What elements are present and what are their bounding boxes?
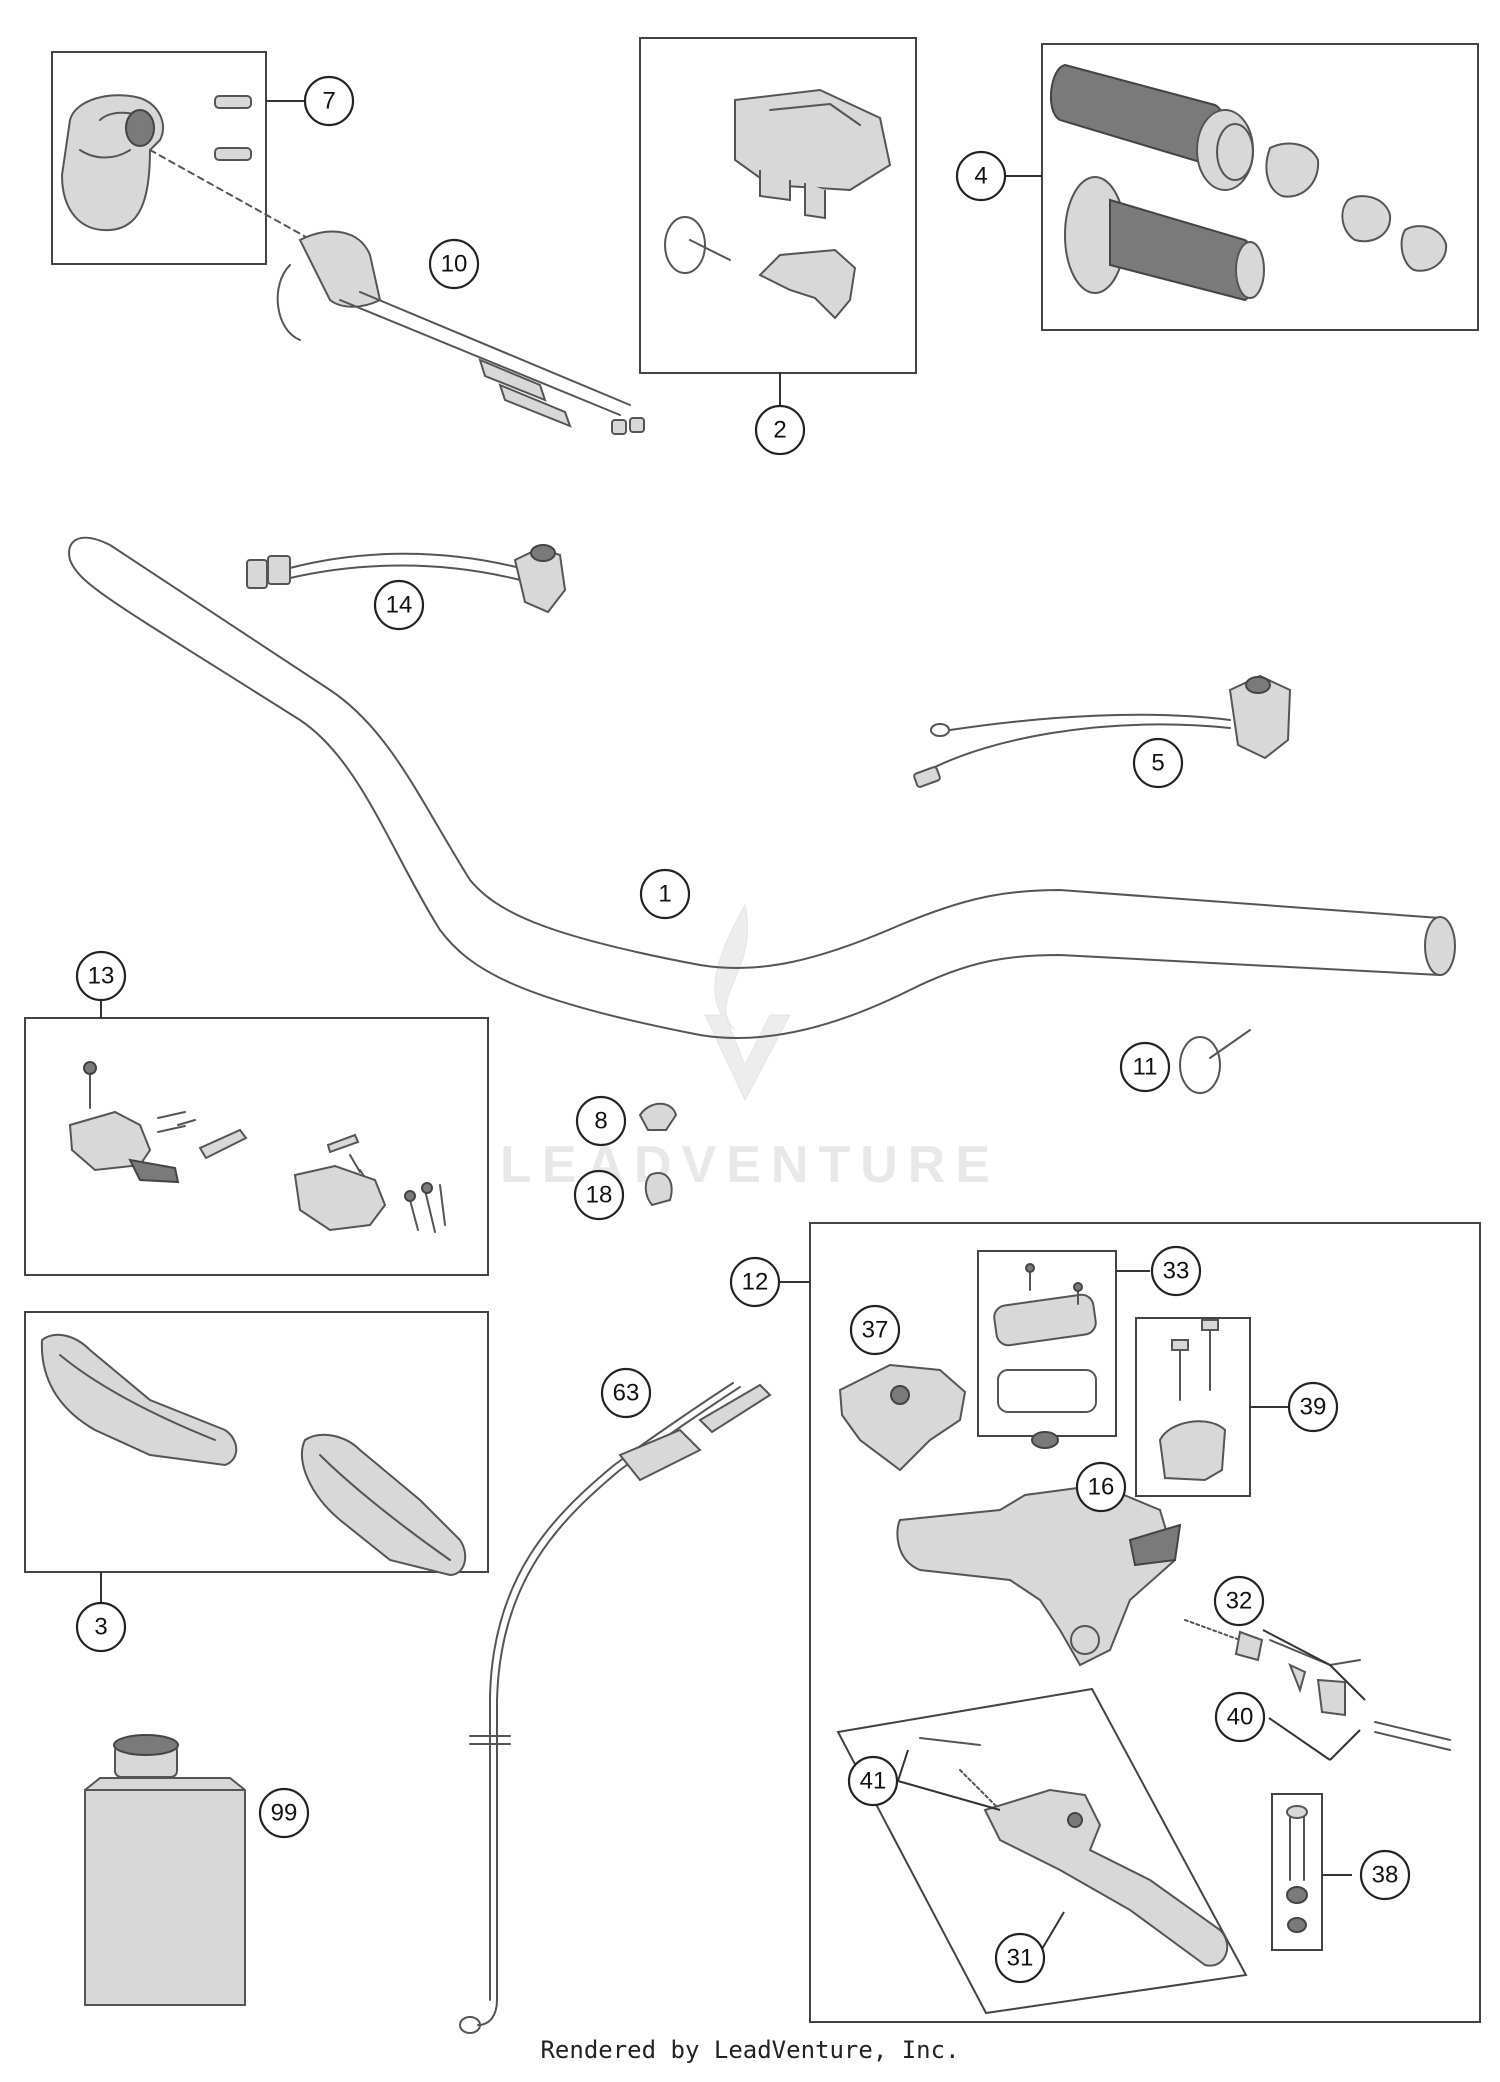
callout-18: 18: [573, 1169, 625, 1221]
svg-text:31: 31: [1007, 1945, 1034, 1972]
box-part-38: [1271, 1793, 1323, 1951]
watermark-logo: LEADVENTURE: [500, 903, 1000, 1194]
hand-guard-part-3: [40, 1333, 467, 1577]
handlebar-clamp-part-13: [68, 1061, 446, 1233]
throttle-housing-part: [60, 94, 316, 243]
callout-12: 12: [729, 1256, 781, 1308]
svg-text:63: 63: [613, 1380, 640, 1407]
handlebar-part: [68, 536, 1441, 970]
svg-text:38: 38: [1372, 1862, 1399, 1889]
svg-text:33: 33: [1163, 1258, 1190, 1285]
callout-10: 10: [428, 238, 480, 290]
clip-part-8: [638, 1102, 678, 1131]
callout-33: 33: [1150, 1245, 1202, 1297]
callout-14: 14: [373, 579, 425, 631]
svg-text:3: 3: [94, 1614, 107, 1641]
svg-text:41: 41: [860, 1768, 887, 1795]
callout-38: 38: [1359, 1849, 1411, 1901]
callout-41: 41: [847, 1755, 899, 1807]
callout-11: 11: [1119, 1041, 1171, 1093]
svg-text:37: 37: [862, 1317, 889, 1344]
svg-text:4: 4: [974, 163, 987, 190]
callout-7: 7: [303, 75, 355, 127]
callout-4: 4: [955, 150, 1007, 202]
box-part-33: [977, 1250, 1117, 1437]
handlebar-grips-part: [1049, 63, 1448, 302]
callout-99: 99: [258, 1787, 310, 1839]
callout-5: 5: [1132, 737, 1184, 789]
svg-text:14: 14: [386, 592, 413, 619]
svg-text:32: 32: [1226, 1588, 1253, 1615]
clip-part-18: [644, 1172, 673, 1207]
callout-3: 3: [75, 1601, 127, 1653]
svg-text:40: 40: [1227, 1704, 1254, 1731]
callout-13: 13: [75, 950, 127, 1002]
callout-31: 31: [994, 1932, 1046, 1984]
svg-text:12: 12: [742, 1269, 769, 1296]
box-part-3: [24, 1311, 489, 1573]
master-cylinder-part-12: [838, 1263, 1451, 1967]
callout-8: 8: [575, 1095, 627, 1147]
leader-lines: [100, 100, 1366, 1950]
svg-text:7: 7: [322, 88, 335, 115]
handlebar-end: [1424, 916, 1456, 976]
footer-credit: Rendered by LeadVenture, Inc.: [540, 2036, 960, 2064]
watermark-text: LEADVENTURE: [500, 1136, 1000, 1194]
callout-2: 2: [754, 404, 806, 456]
box-part-7: [51, 51, 267, 265]
kill-switch-part-14: [246, 544, 567, 614]
box-part-12: [809, 1222, 1481, 2023]
svg-text:5: 5: [1151, 750, 1164, 777]
box-part-2: [639, 37, 917, 374]
svg-text:39: 39: [1300, 1394, 1327, 1421]
svg-text:99: 99: [271, 1800, 298, 1827]
callout-32: 32: [1213, 1575, 1265, 1627]
box-part-31: [836, 1687, 1248, 2015]
box-part-4: [1041, 43, 1479, 331]
switch-cover-part: [664, 88, 892, 320]
callout-16: 16: [1075, 1461, 1127, 1513]
callout-1: 1: [639, 868, 691, 920]
svg-text:13: 13: [88, 963, 115, 990]
cable-tie-part-11: [1179, 1029, 1251, 1094]
brake-fluid-bottle-part-99: [84, 1734, 246, 2006]
switch-part-5: [913, 674, 1292, 788]
svg-text:8: 8: [594, 1108, 607, 1135]
svg-text:10: 10: [441, 251, 468, 278]
callout-37: 37: [849, 1304, 901, 1356]
svg-text:2: 2: [773, 417, 786, 444]
box-part-13: [24, 1017, 489, 1276]
callout-40: 40: [1214, 1691, 1266, 1743]
clutch-hose-part-63: [459, 1382, 772, 2034]
handlebar-part-lower: [69, 559, 1441, 1039]
svg-text:18: 18: [586, 1182, 613, 1209]
svg-text:16: 16: [1088, 1474, 1115, 1501]
svg-text:1: 1: [658, 881, 671, 908]
svg-text:11: 11: [1133, 1054, 1158, 1081]
callout-63: 63: [600, 1367, 652, 1419]
throttle-cable-part: [276, 230, 645, 435]
callout-39: 39: [1287, 1381, 1339, 1433]
